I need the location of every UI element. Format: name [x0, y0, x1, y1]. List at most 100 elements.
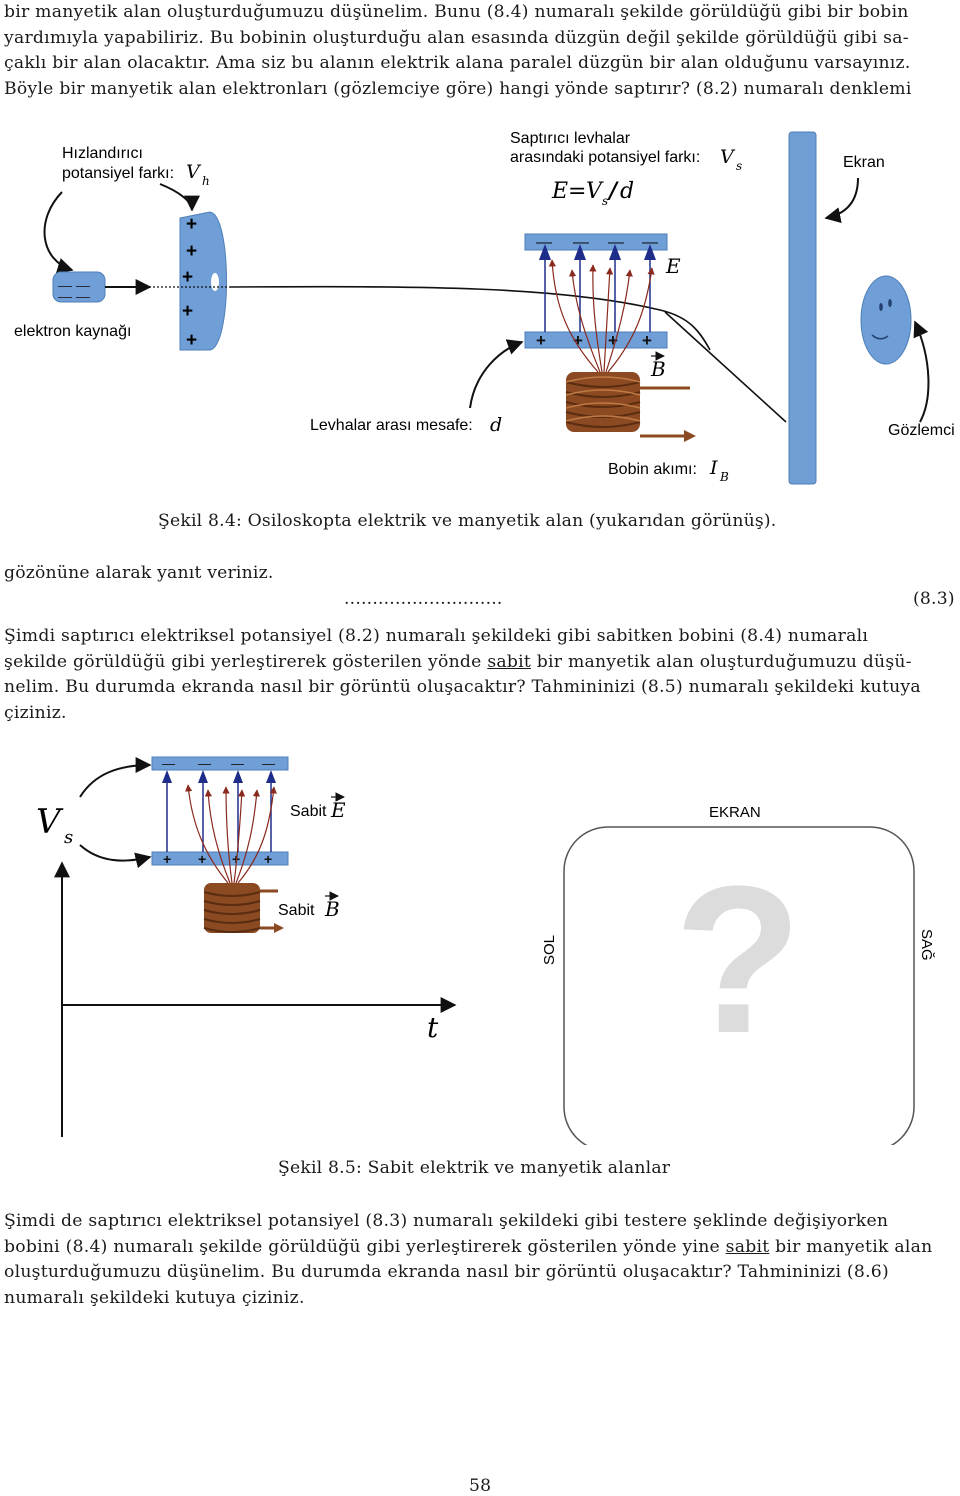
intro-line-3: çaklı bir alan olacaktır. Ama siz bu ala…: [4, 53, 911, 73]
eq-d: d: [620, 179, 634, 204]
disk-plus-signs: +: [186, 214, 197, 235]
intro-line-4: Böyle bir manyetik alan elektronları (gö…: [4, 78, 912, 99]
coil-symbol: I: [709, 457, 718, 479]
vs-symbol: V: [36, 802, 64, 842]
b-field-lines: [548, 259, 655, 373]
accel-label-2: potansiyel farkı:: [62, 165, 174, 182]
para3-line-1: Şimdi de saptırıcı elektriksel potansiye…: [4, 1211, 889, 1231]
para2-line-3: nelim. Bu durumda ekranda nasıl bir görü…: [4, 677, 921, 697]
para2-line-2: şekilde görüldüğü gibi yerleştirerek gös…: [4, 651, 912, 672]
figure-8-5-constant-fields: V s t — — — — + + + +: [36, 756, 935, 1145]
fig85-coil: [203, 883, 284, 933]
svg-text:—: —: [231, 756, 244, 771]
answer-dots: ............................: [344, 589, 503, 609]
const-e-label: Sabit: [290, 803, 327, 820]
accel-pointer-arrow: [43, 191, 74, 274]
observer-eye: [879, 303, 883, 311]
accel-label-1: Hızlandırıcı: [62, 145, 143, 162]
paragraph-2: Şimdi saptırıcı elektriksel potansiyel (…: [4, 624, 956, 726]
svg-text:—: —: [642, 234, 658, 251]
const-b-label: Sabit: [278, 902, 315, 919]
svg-text:+: +: [642, 331, 652, 350]
svg-text:—: —: [608, 234, 624, 251]
equation-number: (8.3): [913, 589, 955, 609]
svg-text:+: +: [186, 241, 197, 262]
e-field-arrows: [539, 244, 656, 332]
svg-text:—: —: [198, 756, 211, 771]
eq-lhs: E: [551, 179, 568, 204]
accel-pointer-arrow-2: [159, 183, 200, 212]
accel-symbol: V: [186, 161, 202, 183]
screen-answer-box[interactable]: [563, 826, 915, 1145]
paragraph-3: Şimdi de saptırıcı elektriksel potansiye…: [4, 1209, 956, 1311]
figure-8-4-oscilloscope-diagram: Hızlandırıcı potansiyel farkı: V h — — —…: [14, 130, 955, 485]
screen-label: Ekran: [843, 154, 885, 171]
coil: [565, 372, 696, 442]
svg-text:+: +: [573, 331, 583, 350]
top-plate: [524, 233, 668, 251]
accelerating-disk: [179, 211, 227, 351]
const-b-symbol: B: [324, 897, 340, 921]
defl-subscript: s: [736, 159, 742, 173]
svg-text:+: +: [182, 267, 193, 288]
const-e-symbol: E: [330, 798, 346, 822]
coil-label: Bobin akımı:: [608, 461, 697, 478]
para2-line-4: çiziniz.: [4, 702, 67, 723]
observer-face: [860, 275, 912, 365]
para3-line-3: oluşturduğumuzu düşünelim. Bu durumda ek…: [4, 1262, 889, 1282]
screen: [788, 131, 817, 485]
fig85-top-minus: —: [162, 756, 175, 771]
answer-prompt: gözönüne alarak yanıt veriniz.: [4, 563, 274, 583]
intro-line-1: bir manyetik alan oluşturduğumuzu düşüne…: [4, 2, 909, 22]
left-label: SOL: [541, 935, 558, 965]
defl-label-1: Saptırıcı levhalar: [510, 130, 631, 147]
question-mark: ?: [674, 842, 802, 1077]
fig85-top-plate: [151, 756, 289, 771]
para3-underlined-word: sabit: [725, 1236, 770, 1257]
eq-v: V: [586, 179, 604, 204]
source-label: elektron kaynağı: [14, 323, 131, 340]
fig85-b-field-lines: [185, 784, 277, 884]
svg-text:— —: — —: [58, 288, 90, 304]
eq-subscript: s: [602, 194, 608, 208]
observer-smile: [871, 334, 889, 340]
eq-equals: =: [568, 179, 586, 204]
para2-underlined-word: sabit: [487, 651, 532, 672]
screen-pointer-arrow: [824, 177, 859, 224]
svg-text:+: +: [186, 330, 197, 351]
fig85-bottom-plate: [151, 851, 289, 866]
observer-pointer-arrow: [913, 320, 930, 423]
t-symbol: t: [427, 1011, 439, 1044]
para3-line-2: bobini (8.4) numaralı şekilde görüldüğü …: [4, 1236, 933, 1257]
intro-line-2: yardımıyla yapabiliriz. Bu bobinin oluşt…: [4, 27, 909, 48]
svg-text:+: +: [264, 851, 272, 867]
svg-text:—: —: [262, 756, 275, 771]
para2-line-1: Şimdi saptırıcı elektriksel potansiyel (…: [4, 626, 869, 646]
distance-symbol: d: [490, 414, 502, 436]
figure-8-4-caption: Şekil 8.4: Osiloskopta elektrik ve manye…: [158, 511, 777, 531]
distance-label: Levhalar arası mesafe:: [310, 417, 473, 434]
page-number: 58: [469, 1476, 492, 1496]
fig85-e-field-arrows: [162, 770, 276, 852]
svg-text:+: +: [232, 851, 240, 867]
defl-symbol: V: [720, 146, 736, 168]
defl-label-2: arasındaki potansiyel farkı:: [510, 149, 700, 166]
source-minus-signs: — —: [58, 277, 90, 293]
right-label: SAĞ: [918, 929, 935, 961]
accel-subscript: h: [202, 174, 210, 188]
distance-pointer-arrow: [469, 339, 524, 409]
vs-subscript: s: [64, 827, 73, 848]
fig85-bottom-plus: +: [163, 851, 171, 867]
observer-label: Gözlemci: [888, 422, 955, 439]
screen-title: EKRAN: [709, 804, 761, 821]
coil-subscript: B: [719, 470, 729, 484]
vs-pointer-bottom: [79, 844, 152, 869]
field-e-label: E: [665, 254, 681, 278]
disk-aperture: [211, 273, 219, 291]
electron-beam-path: [229, 285, 711, 351]
figure-8-5-caption: Şekil 8.5: Sabit elektrik ve manyetik al…: [278, 1158, 671, 1178]
svg-text:—: —: [573, 234, 589, 251]
para3-line-4: numaralı şekildeki kutuya çiziniz.: [4, 1287, 305, 1308]
bottom-plate-plus: +: [536, 331, 546, 350]
intro-paragraph: bir manyetik alan oluşturduğumuzu düşüne…: [4, 0, 956, 102]
